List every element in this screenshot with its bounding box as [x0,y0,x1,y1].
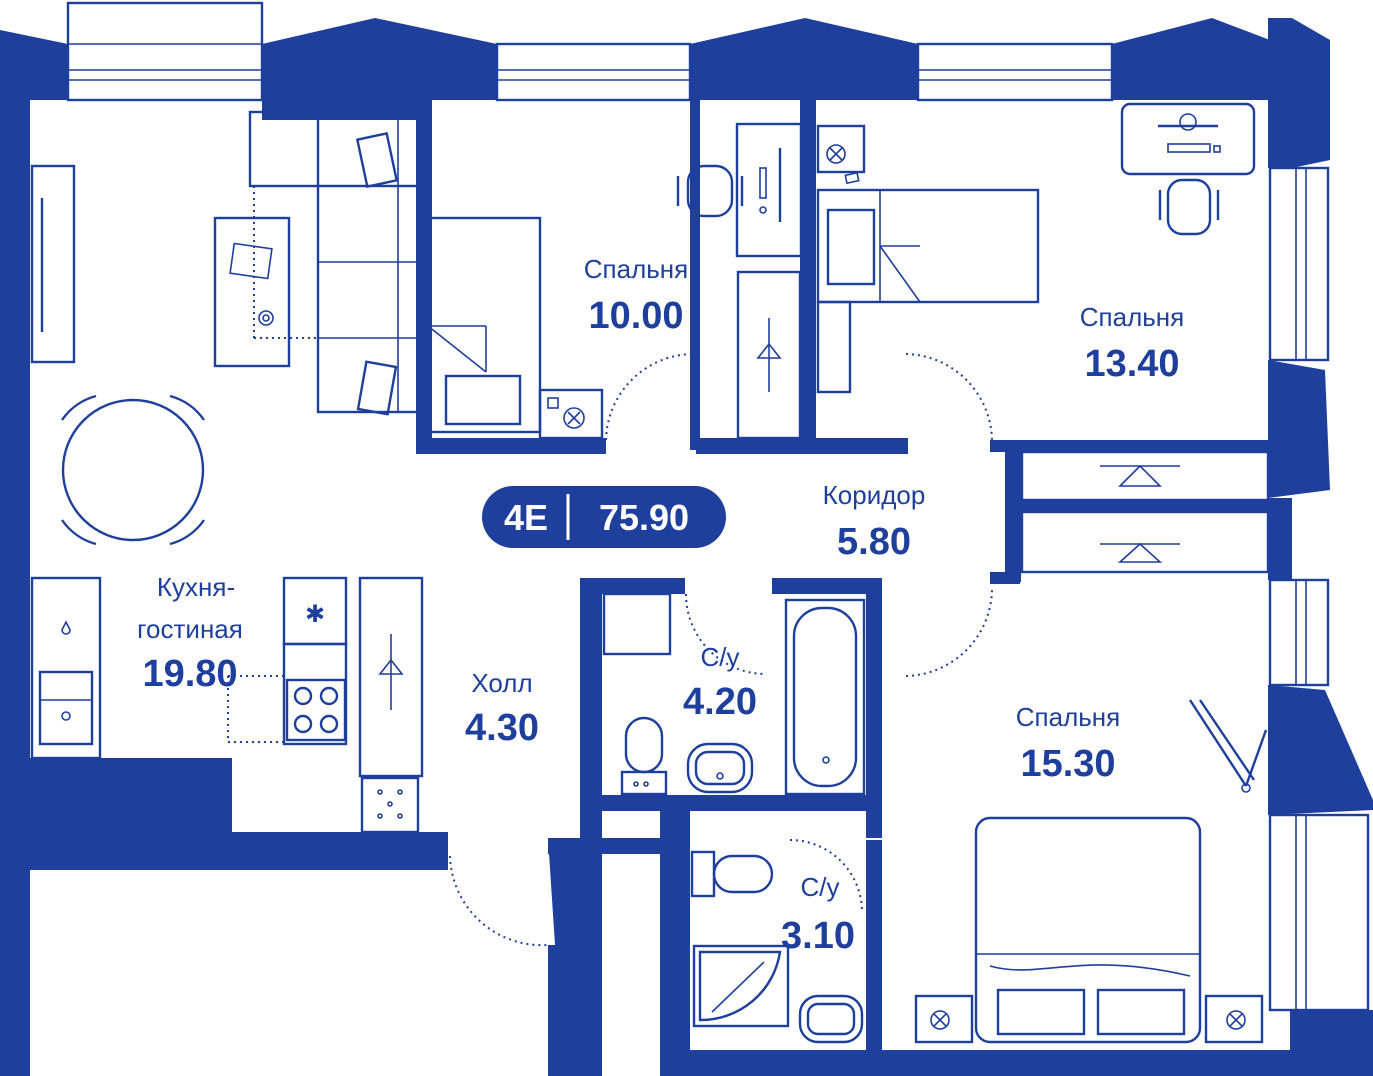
bathtub-icon [784,598,866,796]
svg-text:✱: ✱ [305,601,325,628]
desk-icon [735,122,803,258]
kitchen-name-1: Кухня- [157,572,235,602]
bedroom-large-name: Спальня [1016,702,1120,732]
bathroom-2-name: С/у [801,872,840,902]
doors [449,353,993,947]
shower-icon [692,944,790,1028]
windows [66,1,1370,1012]
bathroom-1-area: 4.20 [683,681,757,723]
hall-area: 4.30 [465,707,539,749]
bathroom-2-area: 3.10 [781,915,855,957]
bedroom-13-furniture [816,102,1256,394]
toilet-icon-2 [690,850,774,898]
bedside-table-icon [538,388,604,440]
chair-icon [676,164,744,218]
dining-table-icon [61,394,205,546]
bathroom-cabinet [602,592,672,656]
ironing-board-icon [1188,699,1268,793]
coffee-table-icon [213,186,318,368]
bathroom-1-name: С/у [701,642,740,672]
bedroom-middle-name: Спальня [1080,302,1184,332]
bedroom-large-area: 15.30 [1020,743,1115,785]
double-bed-icon [974,816,1202,1044]
kitchen-name-2: гостиная [137,614,243,644]
sink-icon-2 [798,994,864,1044]
kitchen-area: 19.80 [142,653,237,695]
hall-wardrobe-icon [358,576,424,778]
wardrobe-icon [736,270,802,440]
corridor-name: Коридор [823,480,926,510]
corridor-area: 5.80 [837,521,911,563]
bed-icon [426,216,542,434]
stove-icon [227,675,347,743]
corridor-wardrobe-icon [1020,450,1270,574]
toilet-icon [620,716,668,796]
walls [0,18,1373,1076]
bedroom-small-area: 10.00 [588,295,683,337]
total-area: 75.90 [599,497,689,538]
apartment-badge: 4E 75.90 [482,486,726,548]
sink-icon [686,742,754,794]
kitchen-counter [30,576,102,760]
bedroom-small-name: Спальня [584,254,688,284]
room-labels: Кухня- гостиная 19.80 Спальня 10.00 Спал… [137,254,1184,957]
sofa-icon [248,110,420,416]
apartment-type: 4E [504,497,548,538]
bedside-tables-icon [914,994,1264,1044]
tv-unit [30,164,76,364]
bedroom-middle-area: 13.40 [1084,343,1179,385]
hall-name: Холл [471,668,532,698]
washer-icon [360,776,420,834]
